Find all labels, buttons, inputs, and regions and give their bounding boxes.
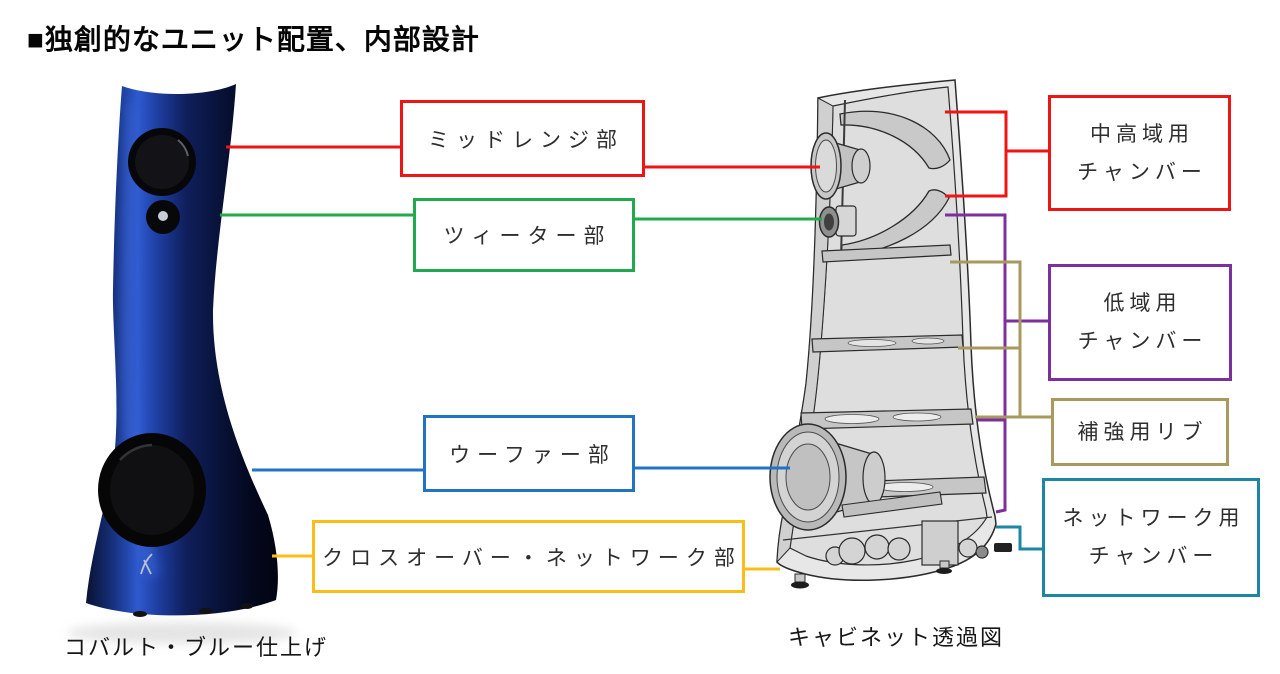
- midrange-driver: [128, 128, 196, 196]
- tweeter-driver: [146, 200, 180, 234]
- connector-low-chamber: [945, 213, 1048, 514]
- label-box-mid-high-chamber: 中高域用 チャンバー: [1048, 95, 1231, 211]
- label-box-woofer: ウーファー部: [423, 415, 635, 492]
- label-crossover-text: クロスオーバー・ネットワーク部: [322, 545, 742, 570]
- woofer-driver: [98, 433, 206, 547]
- connector-network-chamber: [996, 525, 1042, 551]
- label-midrange-text: ミッドレンジ部: [428, 127, 624, 152]
- cutaway-left-wall: [776, 97, 834, 564]
- label-network-line2: チャンバー: [1088, 544, 1219, 568]
- connector-mid-high-chamber: [945, 110, 1048, 198]
- label-ribs-line1: 補強用リブ: [1077, 419, 1208, 444]
- top-chamber-lower-brace: [840, 189, 950, 258]
- label-tweeter-text: ツィーター部: [443, 224, 612, 248]
- cad-midrange-driver: [810, 132, 871, 200]
- brand-logo-mark: [140, 553, 153, 575]
- label-box-crossover-network: クロスオーバー・ネットワーク部: [312, 520, 745, 593]
- label-box-tweeter: ツィーター部: [413, 198, 635, 272]
- label-box-network-chamber: ネットワーク用 チャンバー: [1042, 478, 1260, 597]
- cad-woofer-driver: [769, 423, 943, 531]
- caption-speaker-finish: コバルト・ブルー仕上げ: [64, 635, 329, 660]
- crossover-network-parts: [782, 516, 1012, 566]
- label-mid-high-line2: チャンバー: [1077, 159, 1207, 184]
- speaker-photo: [67, 84, 297, 644]
- connector-reinforcement-ribs: [950, 260, 1051, 419]
- label-box-midrange: ミッドレンジ部: [400, 100, 645, 177]
- cabinet-feet: [791, 560, 952, 589]
- label-mid-high-line1: 中高域用: [1090, 121, 1194, 146]
- label-box-reinforcement-ribs: 補強用リブ: [1051, 398, 1229, 466]
- caption-cabinet-cutaway: キャビネット透過図: [788, 625, 1005, 650]
- cad-tweeter-driver: [818, 205, 857, 238]
- speaker-shadow: [67, 622, 297, 644]
- top-chamber-upper-brace: [839, 110, 951, 170]
- cabinet-cutaway-drawing: [769, 79, 1012, 589]
- page-title: ■独創的なユニット配置、内部設計: [27, 25, 480, 56]
- label-network-line1: ネットワーク用: [1062, 506, 1245, 530]
- label-low-line2: チャンバー: [1077, 329, 1208, 353]
- connector-lines: [220, 110, 1051, 571]
- label-box-low-chamber: 低域用 チャンバー: [1048, 264, 1232, 381]
- label-low-line1: 低域用: [1103, 291, 1182, 315]
- label-woofer-text: ウーファー部: [449, 442, 616, 467]
- speaker-feet: [133, 603, 253, 617]
